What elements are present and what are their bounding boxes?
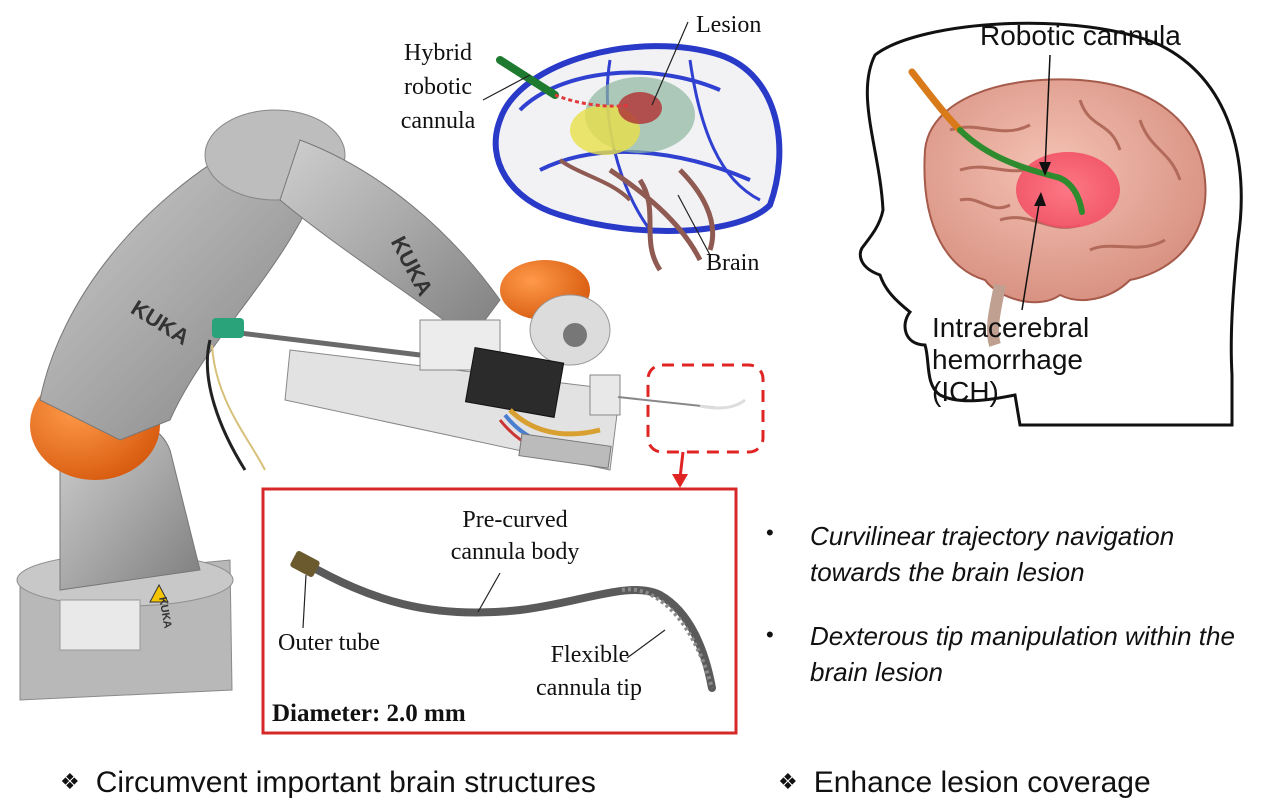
ich-lesion [1016,152,1120,228]
label-hybrid-line3: cannula [400,108,476,134]
bottom-item-enhance-text: Enhance lesion coverage [813,766,1151,799]
green-clamp [212,318,244,338]
leader-body [477,572,501,613]
zoom-arrow-line [678,451,685,479]
actuation-unit [284,319,621,471]
inset-cannula [290,551,716,692]
zoom-region-dashed [646,363,765,454]
bullet-dot-1: • [766,520,774,545]
robot-cable [205,339,247,471]
warning-labels [59,599,141,651]
bullet-dot-2: • [766,622,774,647]
leader-tip [626,629,666,659]
lesion-3d [618,92,662,124]
label-ich-line1: Intracerebral [932,312,1090,343]
label-diameter: Diameter: 2.0 mm [272,700,466,727]
hybrid-cannula-3d [496,56,559,99]
label-ich-line2: hemorrhage [932,344,1083,375]
bullet-text-1: Curvilinear trajectory navigation toward… [810,521,1175,587]
zoom-arrowhead [672,474,688,488]
leader-hybrid [482,74,531,101]
label-ich-line3: (ICH) [932,376,999,407]
robotic-cannula-head [908,68,964,134]
label-tip-line1: Flexible [550,642,630,668]
label-brain: Brain [706,250,760,276]
label-robotic-cannula: Robotic cannula [980,20,1181,51]
leader-outer-tube [302,574,307,629]
label-lesion: Lesion [696,12,762,38]
bottom-item-circumvent: ❖ Circumvent important brain structures [60,766,596,800]
leader-robotic-cannula [1044,54,1051,171]
label-hybrid-line1: Hybrid [404,40,472,66]
label-body-line2: cannula body [450,539,580,565]
warning-triangle [149,583,169,603]
robot-arm [16,109,746,701]
label-hybrid-line2: robotic [404,74,472,100]
diamond-marker-icon: ❖ [60,769,80,794]
leader-brain [677,194,711,256]
head-diagram [858,21,1243,427]
robot-upper-link [279,139,501,341]
brain-3d-rendering [492,43,783,272]
bottom-item-circumvent-text: Circumvent important brain structures [95,766,596,799]
leader-lesion [651,21,689,106]
label-outer-tube: Outer tube [278,630,380,656]
diamond-marker-icon: ❖ [778,769,798,794]
label-tip-line2: cannula tip [536,675,642,701]
leader-ich [1021,197,1041,311]
cannula-rod [214,327,421,358]
bottom-item-enhance: ❖ Enhance lesion coverage [778,766,1151,800]
label-body-line1: Pre-curved [462,507,568,533]
bullet-text-2: Dexterous tip manipulation within the br… [810,621,1235,687]
